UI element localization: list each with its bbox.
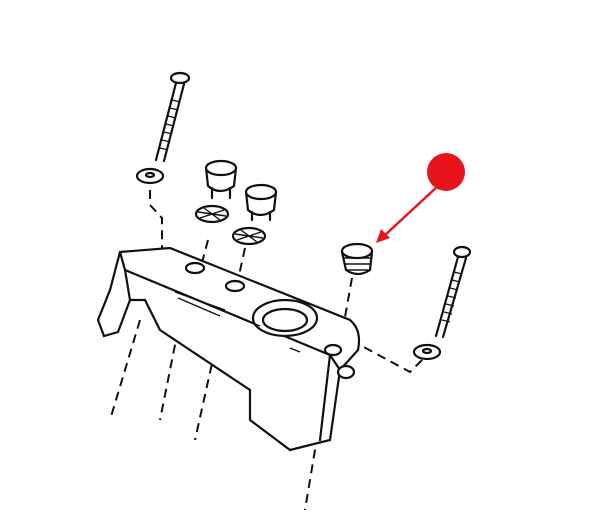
red-dot-icon (427, 153, 465, 191)
plug-screw-2 (244, 183, 278, 222)
long-screw-right (434, 245, 472, 339)
washer-right (412, 343, 442, 361)
long-screw-left (154, 71, 191, 163)
plug-screw-1 (204, 159, 238, 200)
washer-left (135, 167, 165, 185)
housing-cover (96, 246, 361, 452)
lock-washer-2 (231, 226, 267, 246)
small-plug (340, 242, 374, 276)
lock-washer-1 (194, 204, 230, 224)
arrow-icon (376, 185, 439, 243)
